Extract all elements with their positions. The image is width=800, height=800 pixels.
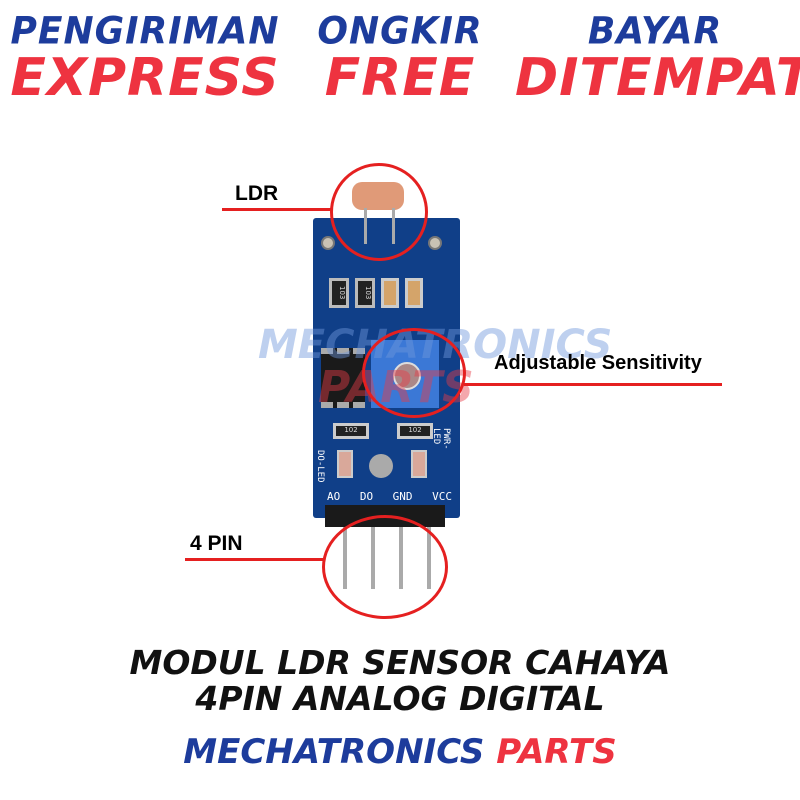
banner-line1: BAYAR	[587, 9, 723, 53]
mount-hole	[428, 236, 442, 250]
banner-line1: ONGKIR	[317, 9, 483, 53]
pot-callout: Adjustable Sensitivity	[494, 352, 702, 374]
pin-label: VCC	[432, 490, 452, 503]
banner-express: PENGIRIMAN EXPRESS	[0, 9, 290, 108]
resistor: 102	[333, 423, 369, 439]
brand-part1: MECHATRONICS	[183, 732, 485, 772]
pin-label: AO	[327, 490, 341, 503]
pot-line	[464, 383, 722, 386]
brand: MECHATRONICS PARTS	[0, 735, 800, 769]
pot-circle	[362, 328, 466, 418]
product-title-line2: 4PIN ANALOG DIGITAL	[195, 679, 605, 718]
pwr-led-label: PWR-LED	[431, 428, 451, 450]
pin-label: DO	[359, 490, 374, 503]
pin-labels: AO DO GND VCC	[327, 490, 452, 503]
ldr-circle	[330, 163, 428, 261]
led	[411, 450, 427, 478]
mount-hole	[321, 236, 335, 250]
ic-chip	[321, 348, 365, 408]
pins-line	[185, 558, 325, 561]
resistor: 103	[329, 278, 349, 308]
banner-line2: EXPRESS	[10, 48, 280, 108]
banner-line2: DITEMPAT	[515, 48, 800, 108]
resistor: 102	[397, 423, 433, 439]
pins-callout: 4 PIN	[190, 532, 243, 555]
product-title-line1: MODUL LDR SENSOR CAHAYA	[129, 643, 671, 682]
capacitor	[381, 278, 399, 308]
banner-bayar: BAYAR DITEMPAT	[515, 9, 800, 108]
capacitor	[405, 278, 423, 308]
pin-label: GND	[392, 490, 413, 503]
brand-part2: PARTS	[496, 732, 617, 772]
resistor: 103	[355, 278, 375, 308]
do-led-label: DO-LED	[315, 450, 325, 483]
ldr-line	[222, 208, 332, 211]
led	[337, 450, 353, 478]
pins-circle	[322, 515, 448, 619]
banner-line2: FREE	[324, 48, 476, 108]
banner-ongkir: ONGKIR FREE	[300, 9, 500, 108]
ldr-callout: LDR	[235, 182, 279, 205]
banner-line1: PENGIRIMAN	[10, 9, 280, 53]
center-hole	[369, 454, 393, 478]
